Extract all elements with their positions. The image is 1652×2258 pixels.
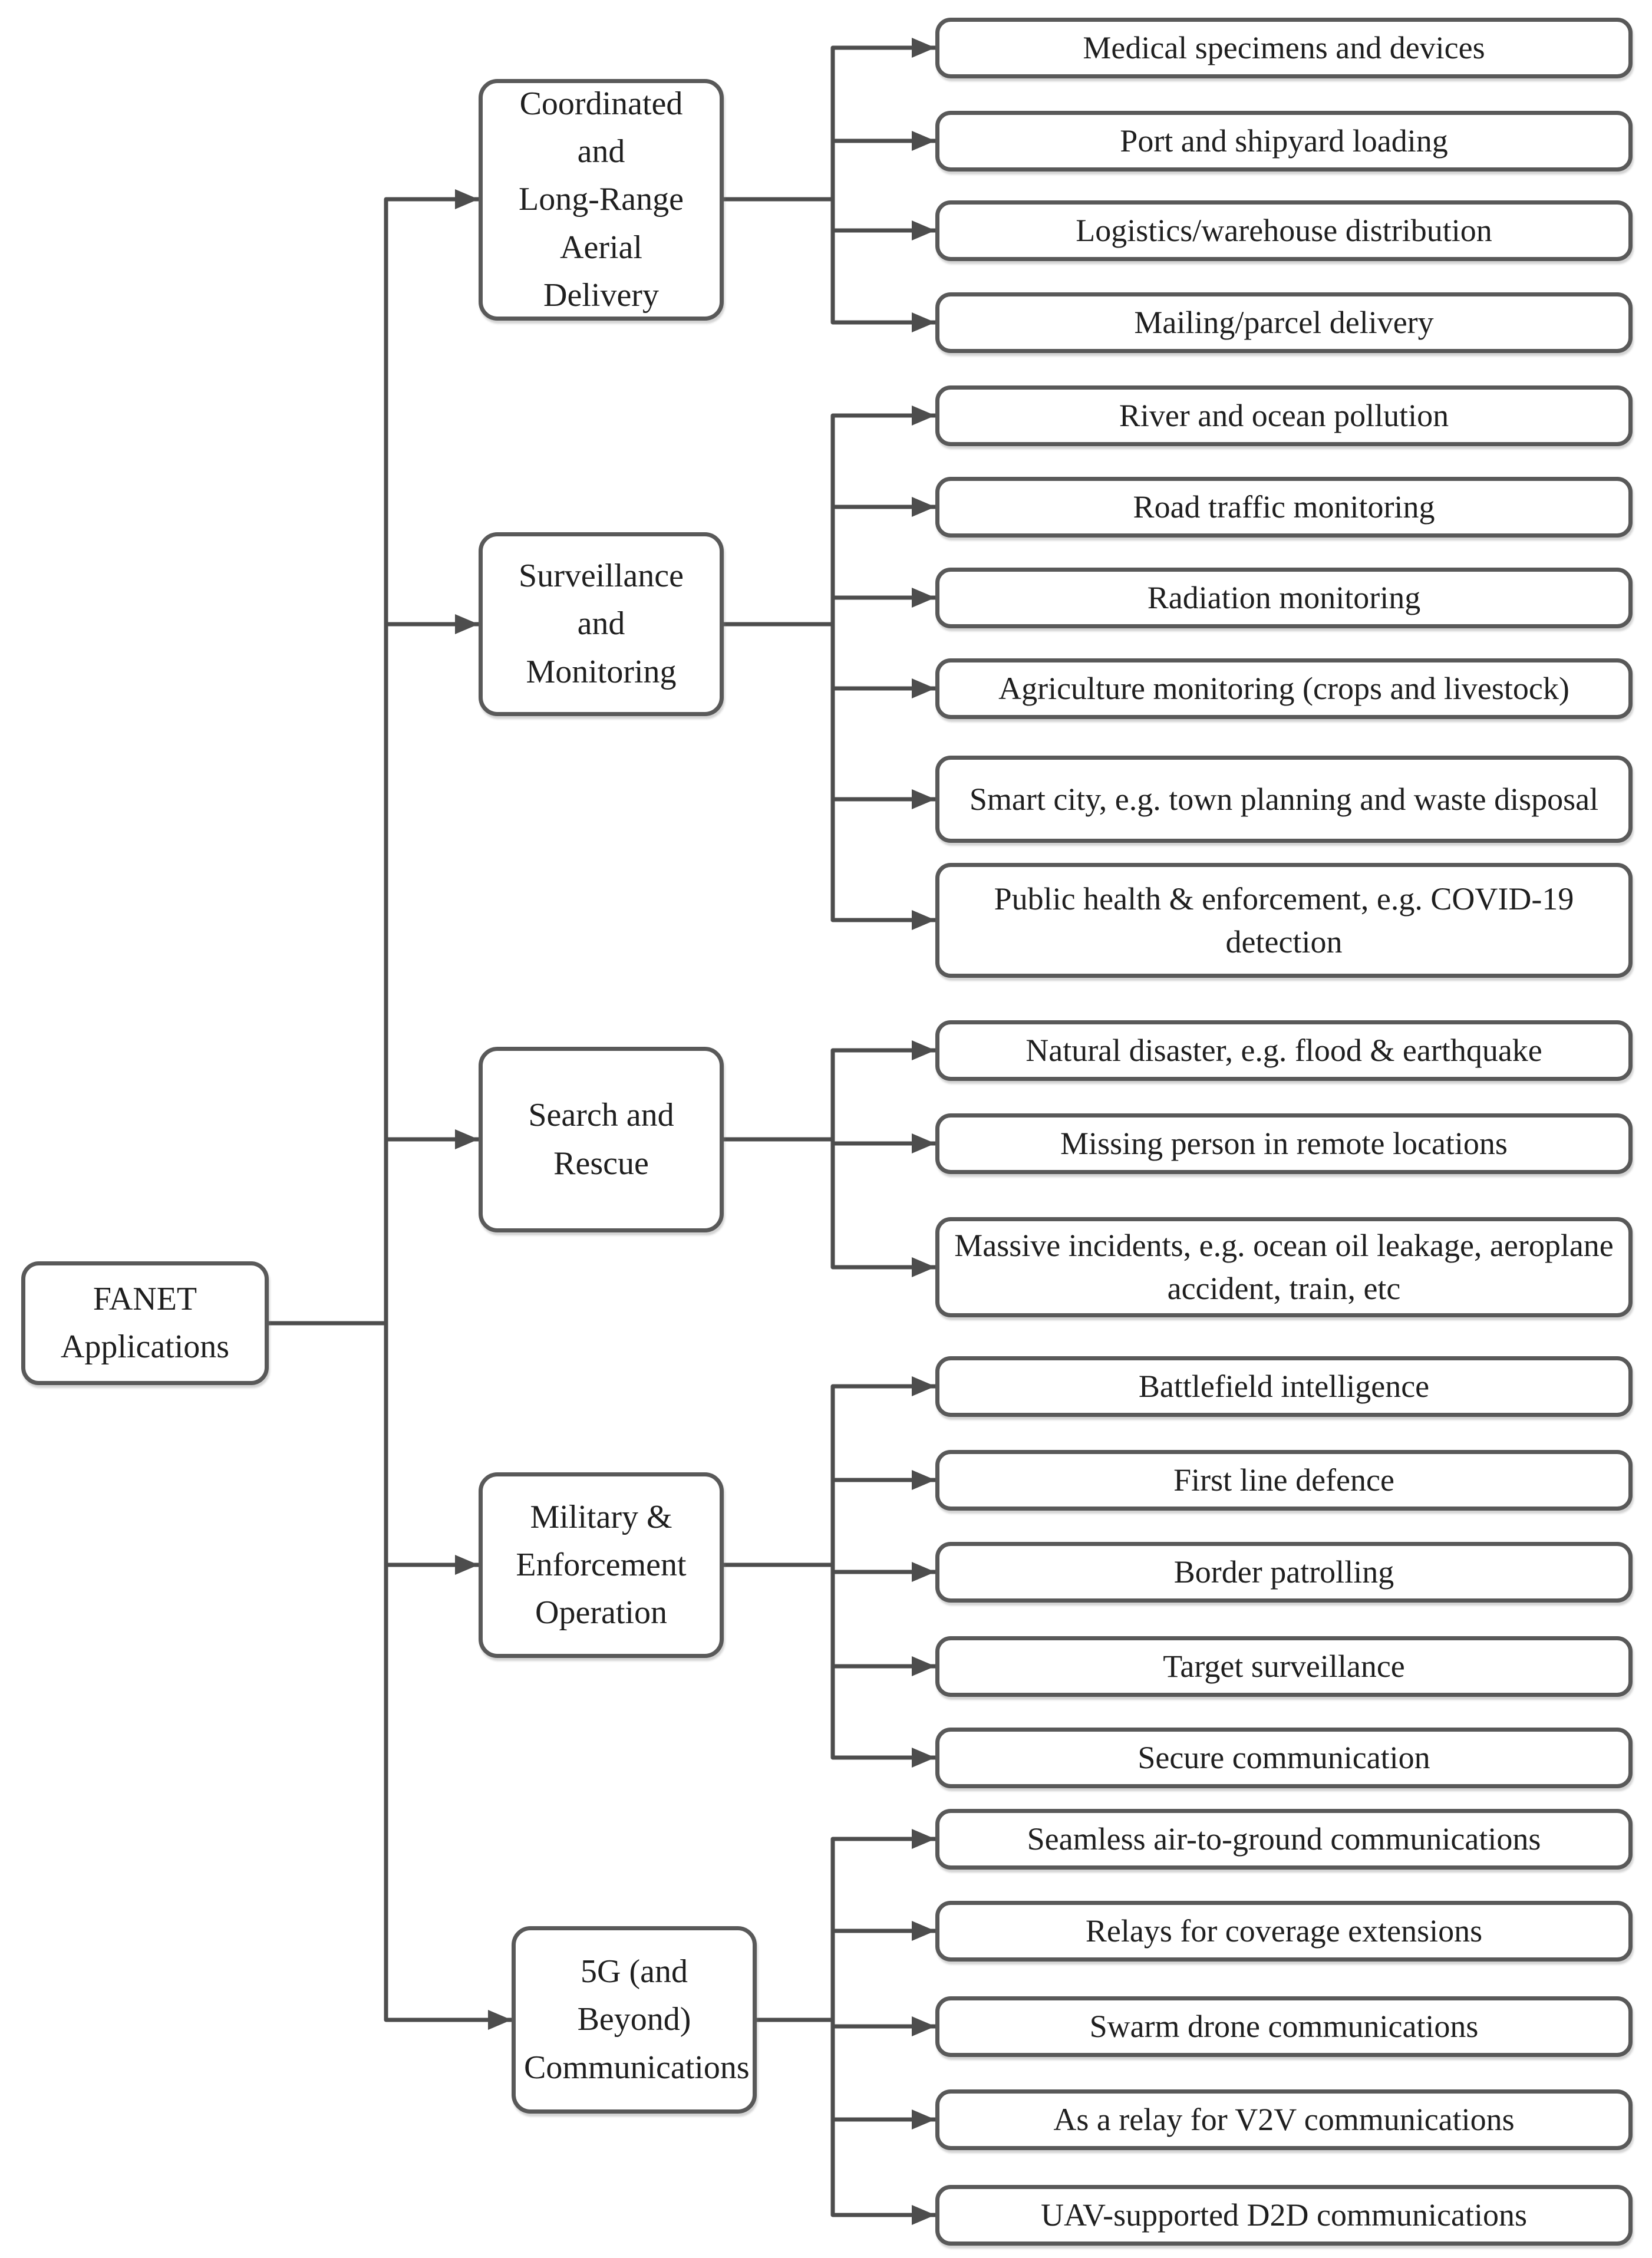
leaf-node: Natural disaster, e.g. flood & earthquak… xyxy=(935,1020,1633,1081)
leaf-label: Public health & enforcement, e.g. COVID-… xyxy=(994,881,1574,960)
leaf-node: Port and shipyard loading xyxy=(935,111,1633,172)
category-label: Coordinated and Long-Range Aerial Delive… xyxy=(519,85,684,314)
leaf-label: Missing person in remote locations xyxy=(1060,1126,1508,1162)
category-node-surveillance-monitoring: Surveillance and Monitoring xyxy=(479,532,724,716)
leaf-node: UAV-supported D2D communications xyxy=(935,2185,1633,2246)
leaf-node: Battlefield intelligence xyxy=(935,1356,1633,1417)
category-node-search-and-rescue: Search and Rescue xyxy=(479,1047,724,1232)
leaf-label: Secure communication xyxy=(1137,1740,1430,1776)
category-label: 5G (and Beyond) Communications xyxy=(524,1953,750,2086)
root-node-label: FANET Applications xyxy=(60,1280,230,1365)
leaf-node: Swarm drone communications xyxy=(935,1996,1633,2057)
leaf-label: First line defence xyxy=(1173,1462,1394,1498)
leaf-node: Relays for coverage extensions xyxy=(935,1901,1633,1962)
leaf-label: Battlefield intelligence xyxy=(1138,1369,1430,1405)
leaf-label: Border patrolling xyxy=(1173,1554,1394,1590)
leaf-label: Logistics/warehouse distribution xyxy=(1076,213,1492,249)
leaf-node: Road traffic monitoring xyxy=(935,477,1633,538)
leaf-node: Radiation monitoring xyxy=(935,568,1633,628)
leaf-label: Agriculture monitoring (crops and livest… xyxy=(998,671,1569,707)
category-node-5g-communications: 5G (and Beyond) Communications xyxy=(512,1926,757,2114)
leaf-node: Medical specimens and devices xyxy=(935,18,1633,78)
category-node-military-enforcement: Military & Enforcement Operation xyxy=(479,1472,724,1658)
category-node-coordinated-aerial-delivery: Coordinated and Long-Range Aerial Delive… xyxy=(479,79,724,321)
leaf-node: Secure communication xyxy=(935,1728,1633,1788)
leaf-label: Smart city, e.g. town planning and waste… xyxy=(969,781,1599,817)
leaf-label: Natural disaster, e.g. flood & earthquak… xyxy=(1026,1033,1542,1069)
category-label: Surveillance and Monitoring xyxy=(519,558,684,690)
leaf-label: As a relay for V2V communications xyxy=(1053,2102,1515,2138)
leaf-label: River and ocean pollution xyxy=(1119,398,1449,434)
leaf-label: Port and shipyard loading xyxy=(1120,123,1448,159)
leaf-label: Road traffic monitoring xyxy=(1133,489,1435,525)
root-node: FANET Applications xyxy=(21,1261,269,1385)
leaf-node: Smart city, e.g. town planning and waste… xyxy=(935,756,1633,843)
leaf-node: First line defence xyxy=(935,1450,1633,1511)
category-label: Military & Enforcement Operation xyxy=(516,1498,687,1631)
leaf-node: Public health & enforcement, e.g. COVID-… xyxy=(935,863,1633,978)
leaf-label: Target surveillance xyxy=(1163,1649,1405,1685)
leaf-label: Mailing/parcel delivery xyxy=(1134,305,1434,341)
leaf-label: Massive incidents, e.g. ocean oil leakag… xyxy=(954,1228,1614,1306)
leaf-node: River and ocean pollution xyxy=(935,385,1633,446)
leaf-node: Missing person in remote locations xyxy=(935,1113,1633,1174)
leaf-label: UAV-supported D2D communications xyxy=(1041,2197,1527,2233)
leaf-node: Agriculture monitoring (crops and livest… xyxy=(935,658,1633,719)
leaf-node: As a relay for V2V communications xyxy=(935,2089,1633,2150)
leaf-node: Border patrolling xyxy=(935,1542,1633,1603)
leaf-node: Massive incidents, e.g. ocean oil leakag… xyxy=(935,1217,1633,1317)
leaf-node: Seamless air-to-ground communications xyxy=(935,1809,1633,1870)
leaf-label: Relays for coverage extensions xyxy=(1085,1913,1483,1949)
leaf-node: Logistics/warehouse distribution xyxy=(935,200,1633,261)
leaf-label: Seamless air-to-ground communications xyxy=(1027,1821,1541,1857)
leaf-node: Target surveillance xyxy=(935,1636,1633,1697)
category-label: Search and Rescue xyxy=(528,1097,674,1182)
leaf-label: Swarm drone communications xyxy=(1089,2009,1479,2045)
leaf-label: Medical specimens and devices xyxy=(1083,30,1485,66)
leaf-node: Mailing/parcel delivery xyxy=(935,292,1633,353)
leaf-label: Radiation monitoring xyxy=(1147,580,1421,616)
